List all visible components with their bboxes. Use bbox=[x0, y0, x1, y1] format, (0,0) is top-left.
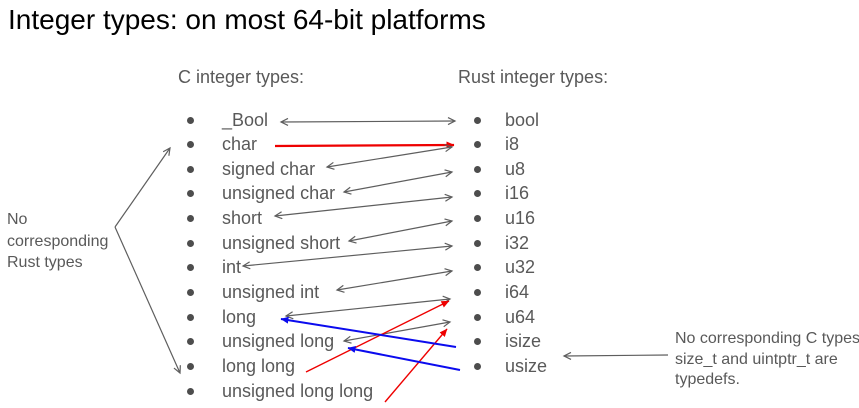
left-note-line: No bbox=[7, 211, 28, 228]
bullet-icon bbox=[187, 215, 194, 223]
c-type-label: short bbox=[222, 208, 263, 229]
bullet-icon bbox=[474, 215, 481, 223]
bullet-icon bbox=[187, 190, 194, 198]
rust-type-label: i16 bbox=[505, 183, 530, 204]
c-type-unsigned-long: unsigned long bbox=[187, 329, 334, 354]
rust-type-label: bool bbox=[505, 109, 540, 130]
rust-type-label: u32 bbox=[505, 257, 536, 278]
arrow-unsigned-short-to-u16 bbox=[349, 221, 452, 241]
rust-type-label: i32 bbox=[505, 232, 530, 253]
rust-type-usize: usize bbox=[474, 354, 547, 379]
arrow-left-note-to-char bbox=[114, 148, 170, 228]
bullet-icon bbox=[187, 313, 194, 321]
arrow-unsigned-char-to-u8 bbox=[344, 172, 452, 192]
arrow-right-note-to-usize bbox=[564, 355, 669, 356]
c-type-int: int bbox=[187, 255, 241, 280]
right-note-line: No corresponding C types bbox=[675, 330, 859, 347]
bullet-icon bbox=[187, 239, 194, 247]
right-note-no-corresponding-c-types: No corresponding C types size_t and uint… bbox=[675, 329, 859, 391]
bullet-icon bbox=[187, 165, 194, 173]
bullet-icon bbox=[474, 141, 481, 149]
bullet-icon bbox=[474, 289, 481, 297]
rust-type-u16: u16 bbox=[474, 206, 535, 231]
bullet-icon bbox=[187, 338, 194, 346]
rust-type-isize: isize bbox=[474, 329, 541, 354]
c-type-label: long bbox=[222, 306, 257, 327]
c-type-signed-char: signed char bbox=[187, 157, 315, 182]
c-type-char: char bbox=[187, 132, 257, 157]
rust-type-bool: bool bbox=[474, 108, 539, 133]
c-type-label: char bbox=[222, 134, 258, 155]
bullet-icon bbox=[474, 239, 481, 247]
rust-type-label: i8 bbox=[505, 134, 520, 155]
left-note-line: Rust types bbox=[7, 254, 83, 271]
left-note-no-corresponding-rust-types: No corresponding Rust types bbox=[7, 209, 108, 274]
c-type-label: _Bool bbox=[222, 109, 269, 130]
bullet-icon bbox=[187, 264, 194, 272]
bullet-icon bbox=[474, 363, 481, 370]
bullet-icon bbox=[474, 313, 481, 321]
c-type-label: int bbox=[222, 257, 242, 278]
bullet-icon bbox=[187, 387, 194, 395]
c-type-label: unsigned char bbox=[222, 183, 336, 204]
rust-type-i32: i32 bbox=[474, 231, 529, 256]
arrow-left-note-to-long-long bbox=[114, 226, 180, 373]
arrow-bool-to-_Bool bbox=[281, 121, 455, 122]
right-note-line: size_t and uintptr_t are bbox=[675, 350, 838, 368]
rust-type-label: u8 bbox=[505, 158, 526, 179]
c-type-label: unsigned int bbox=[222, 282, 320, 303]
c-type-label: long long bbox=[222, 356, 296, 376]
c-column-header: C integer types: bbox=[178, 67, 305, 87]
c-type-short: short bbox=[187, 206, 262, 231]
rust-type-u64: u64 bbox=[474, 305, 535, 330]
arrow-unsigned-long-long-to-u64 bbox=[384, 328, 448, 403]
right-note-line: typedefs. bbox=[675, 371, 740, 388]
rust-type-u8: u8 bbox=[474, 157, 525, 182]
rust-type-label: u64 bbox=[505, 306, 536, 327]
bullet-icon bbox=[474, 338, 481, 346]
c-type-label: unsigned long long bbox=[222, 380, 374, 401]
bullet-icon bbox=[187, 116, 194, 124]
c-type-long: long bbox=[187, 305, 256, 330]
rust-type-label: i64 bbox=[505, 282, 530, 303]
c-type-label: signed char bbox=[222, 158, 316, 179]
bullet-icon bbox=[187, 289, 194, 297]
bullet-icon bbox=[474, 190, 481, 198]
arrow-usize-to-unsigned-long bbox=[347, 346, 461, 371]
arrow-unsigned-long-to-u64 bbox=[344, 322, 450, 341]
rust-type-i64: i64 bbox=[474, 280, 529, 305]
left-note-line: corresponding bbox=[7, 232, 109, 250]
rust-type-i16: i16 bbox=[474, 181, 529, 206]
rust-type-i8: i8 bbox=[474, 132, 519, 157]
rust-column-header: Rust integer types: bbox=[458, 67, 609, 87]
c-type-unsigned-int: unsigned int bbox=[187, 280, 319, 305]
c-type-label: unsigned short bbox=[222, 232, 341, 253]
bullet-icon bbox=[474, 264, 481, 272]
c-type--bool: _Bool bbox=[187, 108, 268, 133]
rust-type-label: u16 bbox=[505, 208, 536, 229]
bullet-icon bbox=[187, 141, 194, 149]
arrow-unsigned-int-to-u32 bbox=[337, 271, 452, 290]
c-type-unsigned-short: unsigned short bbox=[187, 231, 340, 256]
page-title: Integer types: on most 64-bit platforms bbox=[8, 4, 486, 35]
bullet-icon bbox=[187, 363, 194, 370]
rust-type-label: isize bbox=[505, 331, 542, 352]
arrow-signed-char-to-i8 bbox=[327, 147, 452, 167]
c-type-label: unsigned long bbox=[222, 331, 335, 352]
arrow-char-to-i8 bbox=[274, 141, 455, 149]
rust-type-u32: u32 bbox=[474, 255, 535, 280]
c-type-long-long: long long bbox=[187, 354, 295, 379]
bullet-icon bbox=[474, 116, 481, 124]
rust-type-label: usize bbox=[505, 356, 548, 376]
bullet-icon bbox=[474, 165, 481, 173]
c-type-unsigned-long-long: unsigned long long bbox=[187, 379, 373, 404]
c-type-unsigned-char: unsigned char bbox=[187, 181, 335, 206]
